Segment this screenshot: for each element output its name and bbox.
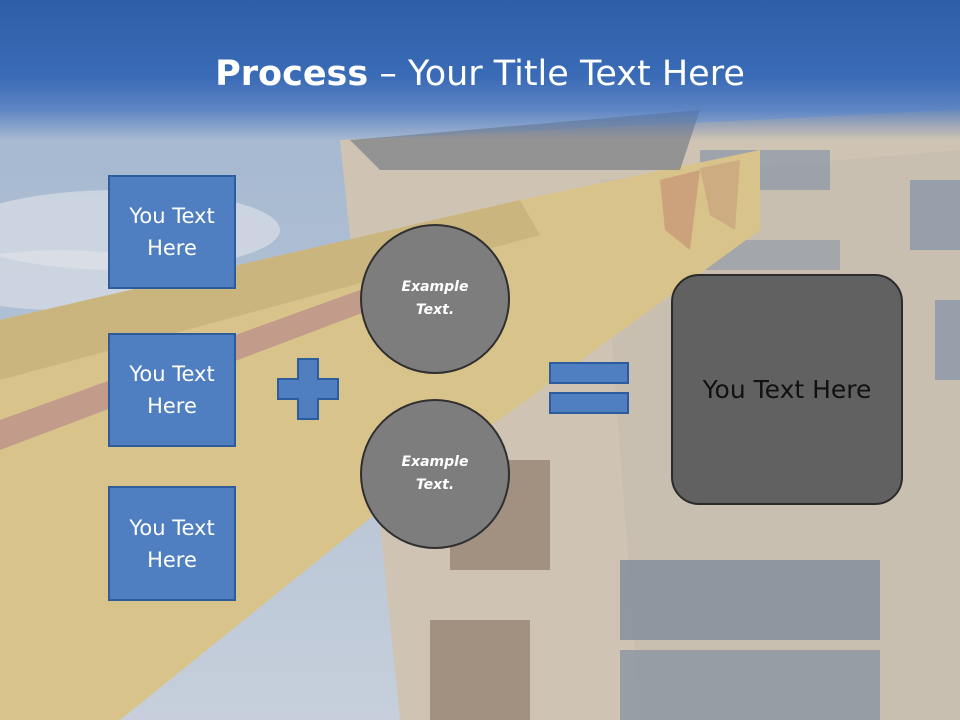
example-circle-1[interactable]: Example Text.: [360, 224, 510, 374]
title-rest: – Your Title Text Here: [368, 54, 745, 94]
input-box-1[interactable]: You Text Here: [108, 175, 236, 289]
result-box[interactable]: You Text Here: [671, 274, 903, 505]
input-box-2[interactable]: You Text Here: [108, 333, 236, 447]
circle-label: Example Text.: [401, 454, 469, 493]
circle-label: Example Text.: [401, 279, 469, 318]
input-box-label: You Text Here: [129, 204, 215, 260]
title-bar: [0, 0, 960, 140]
slide-title: Process – Your Title Text Here: [0, 52, 960, 96]
title-bold: Process: [215, 54, 369, 94]
input-box-3[interactable]: You Text Here: [108, 486, 236, 601]
input-box-label: You Text Here: [129, 362, 215, 418]
plus-icon: [277, 358, 339, 420]
input-box-label: You Text Here: [129, 515, 215, 572]
result-label: You Text Here: [702, 375, 872, 404]
equals-icon: [549, 362, 629, 414]
example-circle-2[interactable]: Example Text.: [360, 399, 510, 549]
